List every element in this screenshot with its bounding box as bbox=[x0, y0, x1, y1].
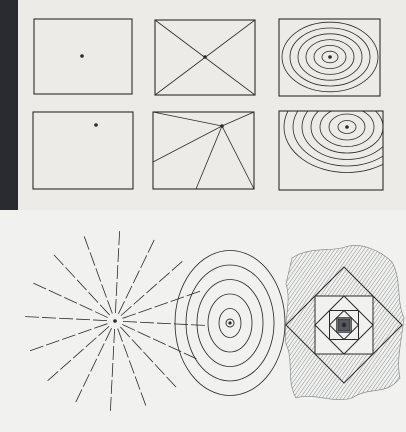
radiating-line bbox=[23, 316, 107, 320]
focal-dot bbox=[203, 55, 207, 59]
radiating-lines-figure bbox=[23, 231, 207, 411]
radiating-line bbox=[118, 329, 146, 406]
radiating-line bbox=[121, 261, 183, 316]
focal-dot bbox=[345, 125, 349, 129]
radiating-line bbox=[28, 324, 107, 352]
focal-dot bbox=[113, 319, 117, 323]
radiating-line bbox=[47, 326, 109, 381]
radiating-line bbox=[123, 321, 207, 325]
radiating-line bbox=[123, 291, 202, 319]
radiating-line bbox=[118, 240, 154, 314]
panel-offset-dot bbox=[33, 112, 133, 189]
radiating-line bbox=[32, 282, 108, 317]
radiating-line bbox=[84, 236, 112, 313]
radiating-line bbox=[110, 329, 114, 411]
nested-squares-figure bbox=[285, 245, 404, 399]
panel-centered-dot bbox=[34, 19, 132, 94]
focal-dot bbox=[228, 321, 231, 324]
radiating-line bbox=[115, 231, 119, 313]
radiating-line bbox=[120, 327, 176, 388]
panel-diagonals bbox=[155, 20, 255, 95]
focal-dot bbox=[94, 123, 98, 127]
focal-dot bbox=[342, 323, 346, 327]
radiating-line bbox=[76, 328, 112, 402]
radiating-line bbox=[122, 324, 198, 359]
concentric-ellipses-figure bbox=[175, 251, 285, 396]
focal-dot bbox=[220, 124, 224, 128]
focal-dot bbox=[80, 54, 84, 58]
panel-offset-ellipses bbox=[279, 82, 406, 191]
radiating-line bbox=[53, 254, 109, 315]
panel-centered-ellipses bbox=[279, 19, 380, 96]
focal-dot bbox=[328, 55, 332, 59]
panel-lines-to-offset-point bbox=[153, 112, 254, 189]
